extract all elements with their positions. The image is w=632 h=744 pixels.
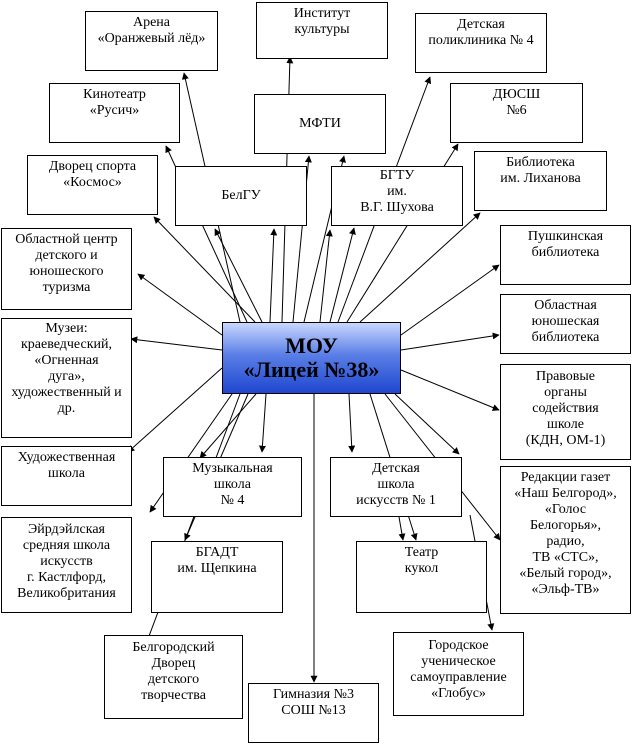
node-muz-shkola: Музыкальная школа № 4 bbox=[163, 457, 302, 517]
node-shkola-iskusstv: Детская школа искусств № 1 bbox=[330, 457, 462, 517]
node-redakcii: Редакции газет «Наш Белгород», «Голос Бе… bbox=[500, 466, 631, 614]
node-yunosheskaya: Областная юношеская библиотека bbox=[500, 294, 631, 354]
arrow-22 bbox=[199, 393, 257, 459]
arrow-8 bbox=[319, 229, 333, 323]
node-samoupravlenie: Городское ученическое самоуправление «Гл… bbox=[393, 632, 524, 716]
node-turizm: Областной центр детского и юношеского ту… bbox=[1, 228, 132, 310]
arrow-9 bbox=[329, 227, 356, 323]
node-muzei: Музеи: краеведческий, «Огненная дуга», х… bbox=[1, 318, 132, 438]
node-biblioteka-likhanova: Библиотека им. Лиханова bbox=[474, 151, 607, 211]
node-teatr-kukol: Театр кукол bbox=[356, 541, 487, 613]
node-kinoteatr: Кинотеатр «Русич» bbox=[49, 83, 180, 143]
arrow-16 bbox=[400, 332, 500, 351]
node-poliklinika: Детская поликлиника № 4 bbox=[415, 13, 547, 73]
node-bgtu: БГТУ им. В.Г. Шухова bbox=[331, 166, 463, 226]
arrow-2 bbox=[153, 216, 256, 323]
node-institut-kultury: Институт культуры bbox=[256, 2, 388, 59]
node-khud-shkola: Художественная школа bbox=[1, 446, 132, 506]
arrow-18 bbox=[127, 367, 223, 453]
arrow-3 bbox=[214, 228, 263, 323]
node-gimnaziya: Гимназия №3 СОШ №13 bbox=[248, 683, 379, 743]
arrow-23 bbox=[258, 393, 267, 453]
arrow-19 bbox=[138, 393, 241, 661]
center-node-licey: МОУ «Лицей №38» bbox=[222, 322, 401, 394]
arrow-17 bbox=[400, 369, 500, 411]
arrow-13 bbox=[137, 273, 223, 336]
node-dvorec-tvorchestva: Белгородский Дворец детского творчества bbox=[104, 635, 243, 719]
arrow-14 bbox=[130, 336, 223, 351]
arrow-12 bbox=[359, 212, 481, 323]
node-mfti: МФТИ bbox=[254, 94, 386, 154]
arrow-28 bbox=[394, 393, 460, 455]
node-dyussh: ДЮСШ №6 bbox=[450, 83, 583, 143]
node-arena: Арена «Оранжевый лёд» bbox=[85, 11, 218, 71]
arrow-25 bbox=[348, 393, 356, 453]
node-eyrdeyl: Эйрдэйлская средняя школа искусств г. Ка… bbox=[1, 517, 132, 613]
node-pushkinskaya: Пушкинская библиотека bbox=[500, 225, 631, 285]
node-dvorec-sporta: Дворец спорта «Космос» bbox=[27, 155, 158, 215]
node-pravovye: Правовые органы содействия школе (КДН, О… bbox=[500, 364, 631, 460]
node-belgu: БелГУ bbox=[175, 166, 307, 226]
arrow-15 bbox=[400, 264, 500, 336]
node-bgadt: БГАДТ им. Щепкина bbox=[151, 541, 283, 613]
arrow-4 bbox=[269, 228, 278, 323]
arrow-30 bbox=[398, 516, 406, 541]
